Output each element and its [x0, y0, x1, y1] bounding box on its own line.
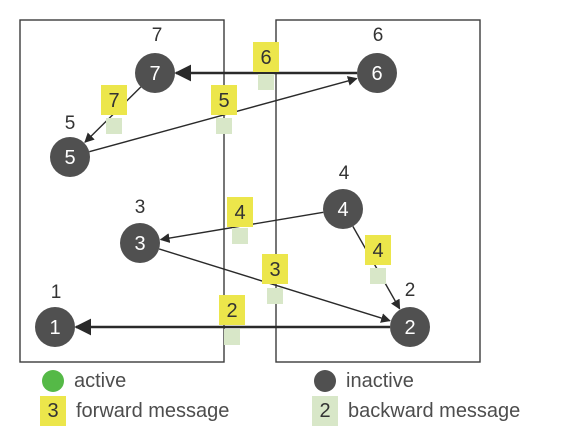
forward-message-tag [227, 197, 253, 227]
forward-message-swatch: 3 [40, 396, 66, 426]
backward-message-tag [258, 74, 274, 90]
legend-forward: 3 forward message [40, 396, 229, 426]
backward-message-tag [216, 118, 232, 134]
legend-active: active [42, 366, 126, 396]
node-caption: 7 [152, 25, 163, 46]
forward-message-tag [219, 295, 245, 325]
node-label: 4 [337, 199, 348, 221]
node-6: 6 [357, 53, 397, 93]
inactive-node-circle [390, 307, 430, 347]
legend-backward-label: backward message [348, 399, 521, 422]
inactive-dot-icon [314, 370, 336, 392]
node-label: 2 [404, 317, 415, 339]
node-label: 5 [64, 147, 75, 169]
backward-message-tag [224, 329, 240, 345]
forward-message-label: 4 [372, 240, 383, 262]
node-7: 7 [135, 53, 175, 93]
left-partition-frame [19, 19, 225, 363]
node-caption: 3 [135, 197, 146, 218]
node-3: 3 [120, 223, 160, 263]
forward-message-tag [101, 85, 127, 115]
node-5: 5 [50, 137, 90, 177]
node-1: 1 [35, 307, 75, 347]
inactive-node-circle [357, 53, 397, 93]
edge-n5-to-n6 [89, 76, 358, 153]
forward-message-tag [253, 42, 279, 72]
legend-forward-label: forward message [76, 399, 230, 422]
edge-n4-to-n2 [352, 226, 401, 310]
legend-backward: 2 backward message [312, 396, 520, 426]
active-dot-icon [42, 370, 64, 392]
inactive-node-circle [50, 137, 90, 177]
node-4: 4 [323, 189, 363, 229]
inactive-node-circle [323, 189, 363, 229]
node-label: 3 [134, 233, 145, 255]
node-2: 2 [390, 307, 430, 347]
legend-inactive-label: inactive [346, 369, 414, 392]
forward-message-label: 5 [218, 90, 229, 112]
message-tags-layer: 6 7 5 4 4 3 2 [101, 42, 391, 345]
forward-message-tag [211, 85, 237, 115]
right-partition-frame [275, 19, 481, 363]
forward-message-label: 4 [234, 202, 245, 224]
backward-message-swatch: 2 [312, 396, 338, 426]
backward-message-tag [370, 268, 386, 284]
forward-message-label: 7 [108, 90, 119, 112]
forward-message-label: 2 [226, 300, 237, 322]
forward-message-label: 6 [260, 47, 271, 69]
backward-message-tag [232, 228, 248, 244]
inactive-node-circle [135, 53, 175, 93]
forward-message-tag [365, 235, 391, 265]
forward-message-tag [262, 254, 288, 284]
backward-message-tag [267, 288, 283, 304]
node-label: 7 [149, 63, 160, 85]
nodes-layer: 7 7 6 6 5 5 4 4 3 3 2 2 1 1 [35, 25, 430, 347]
node-caption: 2 [405, 280, 416, 301]
backward-message-tag [106, 118, 122, 134]
legend-inactive: inactive [314, 366, 414, 396]
node-caption: 5 [65, 113, 76, 134]
node-caption: 1 [51, 282, 62, 303]
node-caption: 4 [339, 163, 350, 184]
edge-n3-to-n2 [158, 248, 391, 323]
inactive-node-circle [120, 223, 160, 263]
forward-message-label: 3 [269, 259, 280, 281]
inactive-node-circle [35, 307, 75, 347]
legend-active-label: active [74, 369, 127, 392]
node-label: 6 [371, 63, 382, 85]
node-caption: 6 [373, 25, 384, 46]
node-label: 1 [49, 317, 60, 339]
